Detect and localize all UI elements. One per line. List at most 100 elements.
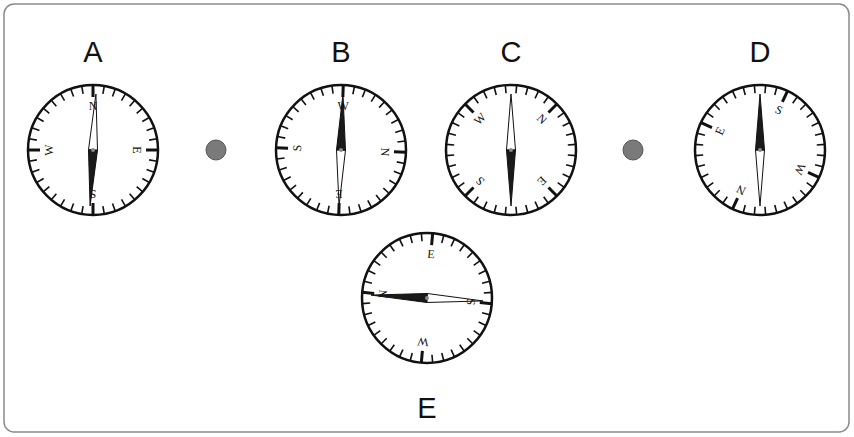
dial-tick	[432, 233, 433, 245]
dial-tick	[43, 187, 49, 192]
dial-tick	[568, 144, 576, 146]
compass-letter: A	[23, 34, 163, 70]
dial-tick	[526, 205, 528, 213]
dial-tick	[290, 185, 296, 190]
dial-tick	[448, 133, 456, 135]
dial-tick	[515, 85, 517, 93]
dial-tick	[364, 281, 372, 283]
dial-tick	[482, 313, 490, 315]
dial-tick	[307, 198, 311, 205]
dial-tick	[137, 187, 143, 192]
dial-tick	[793, 197, 798, 204]
dial-tick	[277, 136, 285, 138]
frame-border	[4, 4, 849, 432]
dial-rim	[695, 85, 825, 215]
dial-tick	[410, 353, 412, 361]
dial-rim	[276, 85, 406, 215]
dial-tick	[707, 113, 714, 118]
direction-label: E	[420, 243, 442, 265]
dial-tick	[484, 202, 487, 209]
direction-label: N	[83, 96, 103, 116]
dial-tick	[386, 110, 392, 115]
dial-tick	[410, 235, 412, 243]
dial-tick	[103, 86, 104, 94]
dial-tick	[484, 91, 487, 98]
dial-tick	[321, 88, 323, 96]
dial-tick	[812, 123, 819, 126]
dial-tick	[310, 93, 314, 100]
dial-tick	[28, 149, 40, 152]
dial-tick	[112, 204, 115, 212]
dial-tick	[149, 139, 157, 140]
dial-tick	[563, 174, 570, 177]
dial-tick	[701, 123, 712, 128]
dial-tick	[92, 85, 95, 97]
direction-label: W	[332, 96, 353, 117]
dial-tick	[32, 128, 40, 131]
dial-tick	[400, 350, 403, 357]
dial-tick	[146, 149, 158, 152]
dial-tick	[460, 345, 465, 352]
compass: CNESW	[441, 80, 581, 220]
needle-pivot	[509, 148, 513, 152]
dial-tick	[695, 144, 703, 146]
needle-dark	[507, 150, 516, 206]
dial-tick	[442, 235, 444, 243]
dial-tick	[714, 104, 720, 110]
dial-tick	[458, 113, 465, 118]
dial-tick	[723, 197, 728, 204]
dial-tick	[281, 126, 288, 129]
dial-tick	[277, 158, 285, 159]
dial-tick	[817, 144, 825, 146]
dial-tick	[389, 180, 396, 184]
dial-tick	[82, 206, 83, 214]
dial-tick	[697, 133, 705, 135]
dial-tick	[451, 350, 454, 357]
dial-tick	[130, 194, 135, 200]
dial-tick	[400, 239, 403, 246]
needle-light	[756, 150, 765, 206]
compass: BNESW	[271, 80, 411, 220]
dial-tick	[815, 165, 823, 167]
dial-tick	[452, 123, 459, 126]
compass: DNESW	[690, 80, 830, 220]
dial-tick	[397, 141, 405, 142]
direction-label: W	[412, 331, 434, 353]
dial-tick	[374, 331, 381, 336]
dial-tick	[566, 165, 574, 167]
compass-letter: C	[441, 34, 581, 70]
compass-dial	[441, 80, 581, 220]
dial-tick	[451, 239, 454, 246]
dial-tick	[301, 99, 306, 105]
dial-tick	[71, 204, 74, 212]
dial-tick	[535, 202, 538, 209]
dial-tick	[359, 204, 361, 212]
compass: ENESW	[357, 228, 497, 368]
dial-tick	[566, 133, 574, 135]
dial-tick	[467, 252, 473, 258]
dial-tick	[446, 144, 454, 146]
dial-tick	[122, 199, 126, 206]
compass-letter: E	[357, 390, 497, 426]
dial-tick	[391, 119, 398, 123]
dial-tick	[446, 154, 454, 156]
dial-tick	[714, 190, 720, 196]
dial-tick	[293, 107, 299, 112]
dial-tick	[754, 207, 756, 215]
dial-tick	[707, 183, 714, 188]
dial-tick	[381, 338, 387, 344]
direction-label: N	[375, 141, 396, 162]
dial-tick	[563, 123, 570, 126]
dial-tick	[142, 179, 149, 183]
needle-pivot	[425, 296, 429, 300]
dial-tick	[494, 205, 496, 213]
dial-tick	[61, 199, 65, 206]
dial-tick	[458, 183, 465, 188]
dial-tick	[800, 104, 806, 110]
dial-tick	[558, 113, 565, 118]
dial-tick	[474, 331, 481, 336]
dial-tick	[103, 206, 104, 214]
compass-letter: D	[690, 34, 830, 70]
